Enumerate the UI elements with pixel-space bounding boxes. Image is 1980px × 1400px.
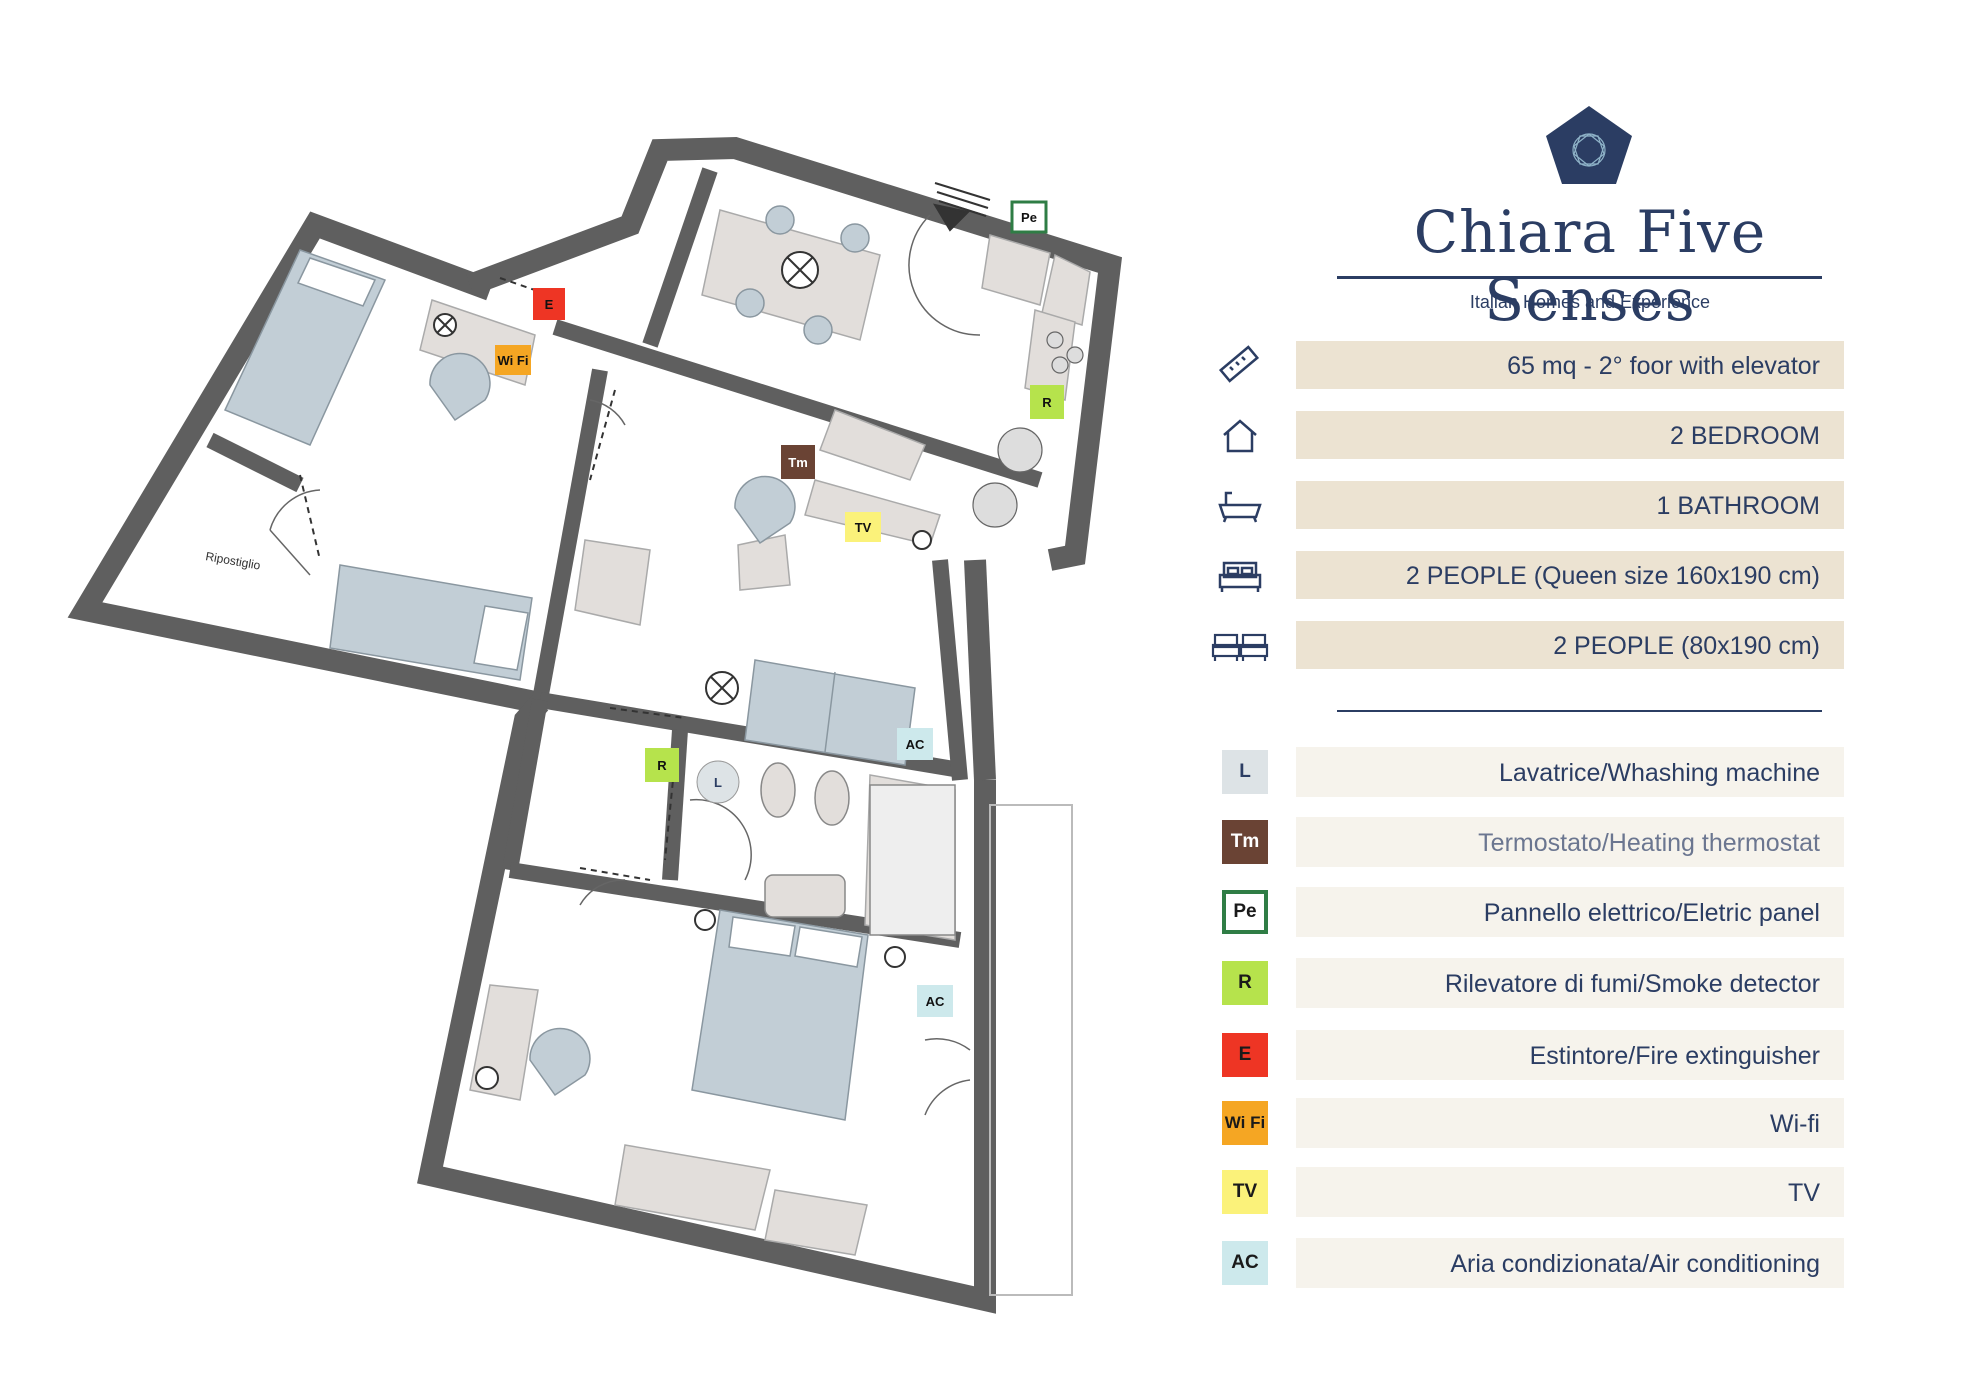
chairs	[429, 205, 870, 1097]
feature-bar: 2 PEOPLE (80x190 cm)	[1296, 621, 1844, 669]
legend-fire-extinguisher: E Estintore/Fire extinguisher	[1210, 1030, 1970, 1080]
badge-ac-bedroom: AC	[917, 985, 953, 1017]
feature-bar: 2 PEOPLE (Queen size 160x190 cm)	[1296, 551, 1844, 599]
bathroom-fixtures	[760, 762, 956, 936]
feature-text: 2 PEOPLE (80x190 cm)	[1553, 632, 1820, 660]
legend-smoke-detector: R Rilevatore di fumi/Smoke detector	[1210, 958, 1970, 1008]
door-swings	[269, 214, 981, 1116]
house-icon	[1223, 419, 1257, 453]
svg-text:Pe: Pe	[1021, 210, 1037, 225]
feature-double-bed: 2 PEOPLE (Queen size 160x190 cm)	[1210, 551, 1970, 599]
pillows	[296, 257, 863, 968]
legend-bar: Aria condizionata/Air conditioning	[1296, 1238, 1844, 1288]
svg-text:AC: AC	[926, 994, 945, 1009]
round-fixtures	[433, 251, 932, 1090]
svg-text:TV: TV	[855, 520, 872, 535]
svg-text:Tm: Tm	[788, 455, 808, 470]
stairs-icon	[932, 182, 991, 232]
feature-size: 65 mq - 2° foor with elevator	[1210, 341, 1970, 389]
svg-text:R: R	[1042, 395, 1052, 410]
legend-label: Estintore/Fire extinguisher	[1529, 1042, 1820, 1070]
feature-text: 1 BATHROOM	[1656, 492, 1820, 520]
legend-label: Rilevatore di fumi/Smoke detector	[1444, 970, 1820, 998]
feature-bar: 1 BATHROOM	[1296, 481, 1844, 529]
brand-divider	[1337, 276, 1822, 279]
legend-bar: Lavatrice/Whashing machine	[1296, 747, 1844, 797]
feature-text: 2 BEDROOM	[1669, 422, 1820, 450]
legend-bar: Pannello elettrico/Eletric panel	[1296, 887, 1844, 937]
ruler-icon	[1218, 345, 1260, 383]
badge-smoke-detector-kitchen: R	[1030, 385, 1064, 419]
badge-wifi: Wi Fi	[495, 345, 531, 375]
badge-electric-panel: Pe	[1010, 200, 1048, 234]
legend-badge: R	[1222, 961, 1268, 1005]
legend-badge: Tm	[1222, 820, 1268, 864]
legend-label: Wi-fi	[1770, 1110, 1820, 1138]
twin-beds-icon	[1211, 633, 1269, 661]
svg-text:AC: AC	[906, 737, 925, 752]
badge-thermostat: Tm	[781, 445, 815, 479]
legend-badge: L	[1222, 750, 1268, 794]
legend-thermostat: Tm Termostato/Heating thermostat	[1210, 817, 1970, 867]
legend-bar: TV	[1296, 1167, 1844, 1217]
legend-label: TV	[1788, 1179, 1820, 1207]
legend-label: Aria condizionata/Air conditioning	[1450, 1250, 1820, 1278]
legend-badge: TV	[1222, 1170, 1268, 1214]
badge-ac-living: AC	[897, 728, 933, 760]
beds	[223, 249, 869, 1121]
svg-text:Wi Fi: Wi Fi	[498, 353, 529, 368]
badge-washing-machine: L	[696, 760, 740, 804]
feature-bar: 2 BEDROOM	[1296, 411, 1844, 459]
bathtub-icon	[1218, 491, 1262, 523]
brand-logo-icon	[1546, 106, 1632, 184]
legend-label: Lavatrice/Whashing machine	[1499, 759, 1820, 787]
plan-badges: E Wi Fi Pe Tm TV R R L AC AC	[495, 200, 1064, 1017]
legend-badge: AC	[1222, 1241, 1268, 1285]
brand-subtitle: Italian Homes and Experience	[1469, 292, 1711, 312]
legend-wifi: Wi Fi Wi-fi	[1210, 1098, 1970, 1148]
legend-air-conditioning: AC Aria condizionata/Air conditioning	[1210, 1238, 1970, 1288]
info-panel: Chiara Five Senses Italian Homes and Exp…	[1210, 0, 1980, 1400]
badge-smoke-detector-hall: R	[645, 748, 679, 782]
legend-bar: Wi-fi	[1296, 1098, 1844, 1148]
kitchen-appliances	[972, 331, 1084, 528]
feature-bar: 65 mq - 2° foor with elevator	[1296, 341, 1844, 389]
badge-fire-extinguisher: E	[533, 288, 565, 320]
legend-tv: TV TV	[1210, 1167, 1970, 1217]
double-bed-icon	[1218, 561, 1262, 592]
legend-electric-panel: Pe Pannello elettrico/Eletric panel	[1210, 887, 1970, 937]
legend-badge: Pe	[1222, 890, 1268, 934]
sofa	[744, 659, 916, 766]
legend-washing-machine: L Lavatrice/Whashing machine	[1210, 747, 1970, 797]
legend-bar: Rilevatore di fumi/Smoke detector	[1296, 958, 1844, 1008]
feature-bathrooms: 1 BATHROOM	[1210, 481, 1970, 529]
legend-label: Termostato/Heating thermostat	[1478, 829, 1820, 857]
feature-text: 65 mq - 2° foor with elevator	[1507, 352, 1820, 380]
badge-tv: TV	[845, 512, 881, 542]
balcony	[989, 804, 1073, 1296]
brand-title: Chiara Five Senses	[1413, 198, 1767, 334]
section-divider	[1337, 710, 1822, 712]
svg-text:R: R	[657, 758, 667, 773]
legend-label: Pannello elettrico/Eletric panel	[1483, 899, 1820, 927]
feature-text: 2 PEOPLE (Queen size 160x190 cm)	[1405, 562, 1820, 590]
feature-twin-beds: 2 PEOPLE (80x190 cm)	[1210, 621, 1970, 669]
legend-bar: Estintore/Fire extinguisher	[1296, 1030, 1844, 1080]
svg-text:L: L	[714, 775, 722, 790]
legend-bar: Termostato/Heating thermostat	[1296, 817, 1844, 867]
feature-bedrooms: 2 BEDROOM	[1210, 411, 1970, 459]
legend-badge: E	[1222, 1033, 1268, 1077]
legend-badge: Wi Fi	[1222, 1101, 1268, 1145]
svg-text:E: E	[545, 297, 554, 312]
